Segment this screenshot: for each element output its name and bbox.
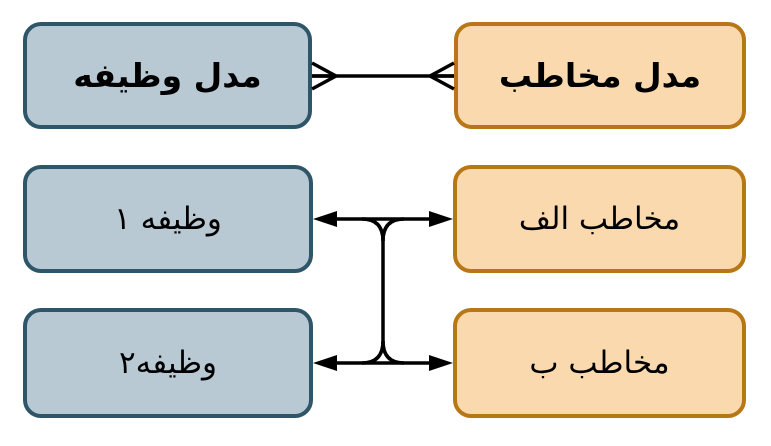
arrowhead-left-icon [313, 211, 337, 227]
node-audience-model-label: مدل مخاطب [498, 56, 702, 95]
arrowhead-right-icon [429, 355, 453, 371]
node-function-model-label: مدل وظیفه [73, 56, 262, 95]
node-audience-model: مدل مخاطب [454, 22, 746, 129]
node-function-1-label: وظیفه ۱ [114, 201, 222, 237]
node-audience-a-label: مخاطب الف [518, 201, 681, 237]
node-audience-b: مخاطب ب [453, 308, 746, 418]
node-audience-a: مخاطب الف [453, 165, 746, 273]
node-function-model: مدل وظیفه [23, 22, 312, 129]
crow-foot-left-icon [311, 61, 337, 91]
edge-models-many-to-many [311, 61, 455, 91]
crow-foot-right-icon [429, 61, 455, 91]
edge-function2-audienceB [313, 355, 453, 371]
node-function-2-label: وظیفه۲ [119, 345, 217, 381]
node-function-1: وظیفه ۱ [23, 165, 313, 273]
node-function-2: وظیفه۲ [23, 308, 313, 418]
arrowhead-left-icon [313, 355, 337, 371]
node-audience-b-label: مخاطب ب [529, 345, 670, 381]
edge-cross-branch [361, 217, 405, 365]
edge-function1-audienceA [313, 211, 453, 227]
arrowhead-right-icon [429, 211, 453, 227]
